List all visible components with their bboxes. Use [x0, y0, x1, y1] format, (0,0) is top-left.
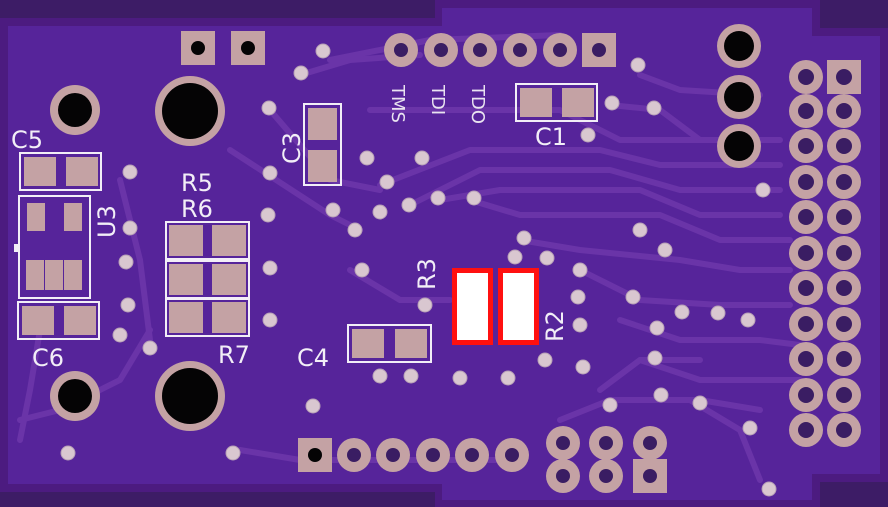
- label-c1: C1: [535, 123, 567, 151]
- label-tdo: TDO: [467, 84, 488, 124]
- right-header: [789, 60, 861, 447]
- label-c3: C3: [278, 132, 306, 164]
- copper-pour: [8, 8, 880, 500]
- c3-footprint: [303, 103, 342, 186]
- c4-footprint: [347, 324, 432, 363]
- mounting-holes: [50, 24, 761, 431]
- bottom-right-header: [546, 426, 667, 493]
- c5-footprint: [19, 152, 102, 191]
- top-header-pads: [181, 31, 265, 65]
- u3-footprint: [14, 195, 91, 299]
- r3-pad-highlighted[interactable]: [452, 268, 493, 345]
- label-u3: U3: [93, 205, 121, 238]
- r5-r6-r7-footprints: [165, 221, 250, 337]
- bottom-header: [298, 438, 529, 472]
- vias: [60, 43, 777, 497]
- label-c4: C4: [297, 344, 329, 372]
- r2-pad-highlighted[interactable]: [498, 268, 539, 345]
- label-r6: R6: [181, 195, 213, 223]
- jtag-header: [384, 33, 616, 67]
- label-r7: R7: [218, 341, 250, 369]
- label-tdi: TDI: [427, 84, 448, 115]
- label-c5: C5: [11, 126, 43, 154]
- label-r3: R3: [413, 258, 441, 290]
- c6-footprint: [17, 301, 100, 340]
- c1-footprint: [515, 83, 598, 122]
- label-c6: C6: [32, 344, 64, 372]
- label-r2: R2: [541, 310, 569, 342]
- label-tms: TMS: [387, 84, 408, 123]
- label-r5: R5: [181, 169, 213, 197]
